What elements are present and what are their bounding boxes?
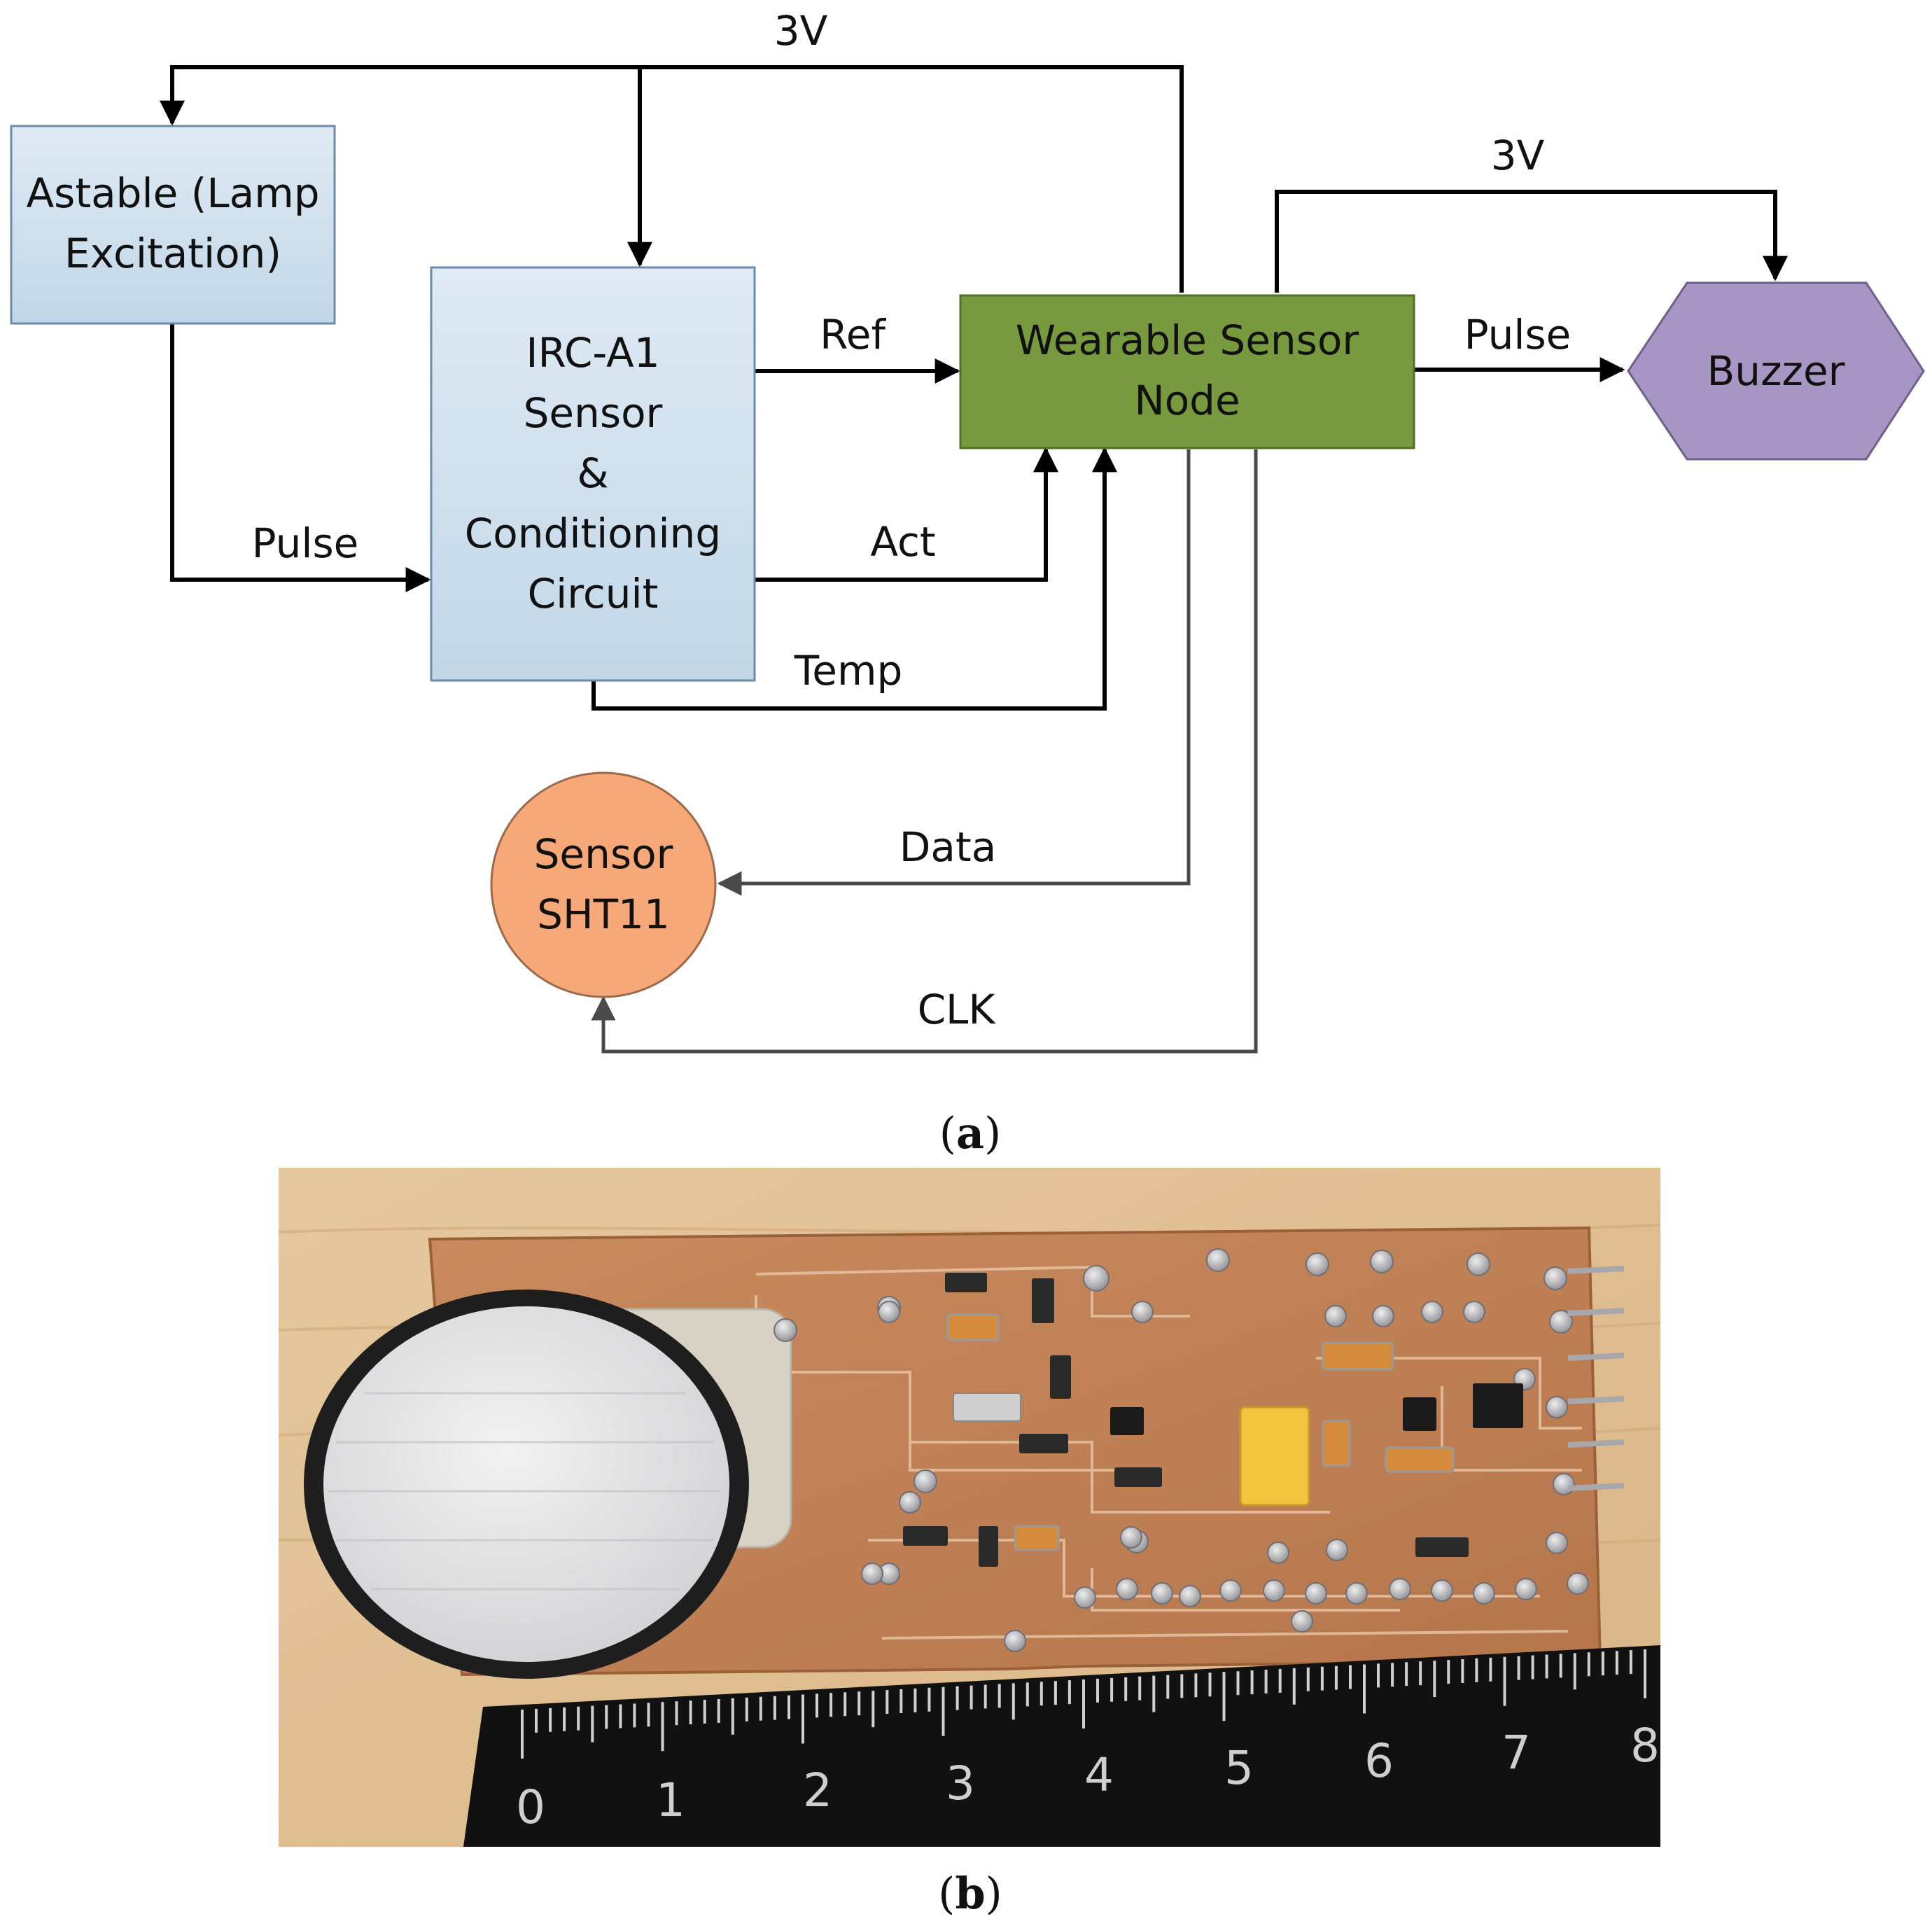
buzzer-block: Buzzer <box>1627 281 1925 461</box>
smd-capacitor <box>1322 1341 1394 1371</box>
irc-label-line4: Conditioning <box>465 510 721 557</box>
node-box <box>959 294 1415 449</box>
caption-b: (b) <box>938 1868 1002 1919</box>
sht11-label-line2: SHT11 <box>537 890 670 938</box>
smd-resistor <box>945 1273 987 1292</box>
smd-transistor <box>1110 1407 1144 1435</box>
label-clk: CLK <box>918 986 997 1033</box>
wire-act <box>753 447 1058 582</box>
ruler-numbers: 0 1 2 3 4 5 6 7 8 <box>516 1719 1660 1834</box>
ruler-number: 5 <box>1224 1741 1254 1795</box>
smd-capacitor <box>1014 1525 1060 1551</box>
wire-clk <box>591 449 1258 1054</box>
irc-label-line2: Sensor <box>524 389 663 437</box>
smd-capacitor <box>1322 1420 1351 1467</box>
node-block: Wearable Sensor Node <box>959 294 1415 449</box>
sht11-block: Sensor SHT11 <box>490 771 717 998</box>
device-photo: 0 1 2 3 4 5 6 7 8 <box>278 1168 1661 1847</box>
label-buzzer-pulse: Pulse <box>1464 311 1572 358</box>
smd-capacitor <box>946 1313 1000 1341</box>
smd-capacitor <box>1385 1446 1455 1473</box>
ruler-number: 0 <box>516 1780 545 1834</box>
tantalum-capacitor <box>1239 1406 1310 1507</box>
irc-label-line5: Circuit <box>528 570 659 617</box>
sensor-mesh <box>329 1392 721 1591</box>
label-3v-buzzer: 3V <box>1491 132 1545 179</box>
ruler-number: 7 <box>1502 1726 1531 1780</box>
wire-3v-to-buzzer <box>1275 190 1788 293</box>
wire-data <box>717 449 1191 896</box>
astable-label-line1: Astable (Lamp <box>26 169 319 217</box>
smd-components <box>903 1273 1523 1567</box>
ruler-number: 6 <box>1364 1734 1394 1788</box>
ruler-body <box>463 1645 1660 1847</box>
block-diagram: Astable (Lamp Excitation) IRC-A1 Sensor … <box>10 7 1925 1159</box>
smd-resistor <box>979 1526 998 1567</box>
astable-block: Astable (Lamp Excitation) <box>10 125 336 325</box>
smd-resistor <box>1050 1355 1071 1399</box>
smd-ic <box>1473 1383 1523 1428</box>
buzzer-hexagon <box>1627 281 1925 461</box>
smd-resistor <box>1114 1467 1162 1487</box>
irc-sensor-can <box>304 1290 792 1679</box>
ruler-number: 3 <box>946 1756 975 1810</box>
node-label-line1: Wearable Sensor <box>1016 316 1359 364</box>
node-label-line2: Node <box>1134 377 1240 424</box>
sht11-label-line1: Sensor <box>534 830 673 878</box>
sht11-circle <box>490 771 717 998</box>
smd-capacitor <box>953 1392 1021 1422</box>
wire-astable-pulse <box>170 323 431 592</box>
ruler-number: 2 <box>803 1763 832 1817</box>
sensor-can-face <box>323 1306 729 1662</box>
ruler-ticks <box>521 1649 1646 1759</box>
signal-labels: 3V 3V Pulse Ref Act Temp Pulse Data CLK <box>252 7 1572 1033</box>
label-ref: Ref <box>820 311 886 358</box>
wire-temp <box>592 447 1117 711</box>
label-data: Data <box>899 823 997 871</box>
ruler-number: 8 <box>1630 1719 1660 1773</box>
astable-box <box>10 125 336 325</box>
smd-transistor <box>1403 1397 1436 1431</box>
label-act: Act <box>870 518 935 566</box>
irc-label-line3: & <box>577 449 608 497</box>
irc-box <box>430 266 756 682</box>
label-temp: Temp <box>794 647 903 694</box>
label-3v-top: 3V <box>774 7 828 55</box>
caption-a: (a) <box>939 1108 1002 1159</box>
ruler: 0 1 2 3 4 5 6 7 8 <box>463 1645 1660 1847</box>
irc-label-line1: IRC-A1 <box>526 329 659 377</box>
smd-resistor <box>1415 1537 1469 1557</box>
smd-resistor <box>1032 1278 1054 1323</box>
smd-resistor <box>903 1526 948 1546</box>
solder-pads <box>774 1248 1589 1652</box>
astable-label-line2: Excitation) <box>64 230 281 277</box>
pcb-traces <box>755 1265 1582 1640</box>
buzzer-label: Buzzer <box>1707 347 1845 395</box>
wires <box>160 65 1788 1054</box>
smd-resistor <box>1019 1434 1068 1453</box>
ruler-number: 1 <box>656 1773 685 1827</box>
label-lamp-pulse: Pulse <box>252 519 359 567</box>
wire-3v-to-astable <box>160 65 1184 293</box>
ruler-number: 4 <box>1084 1748 1114 1802</box>
header-pins <box>1567 1266 1625 1491</box>
irc-block: IRC-A1 Sensor & Conditioning Circuit <box>430 266 756 682</box>
